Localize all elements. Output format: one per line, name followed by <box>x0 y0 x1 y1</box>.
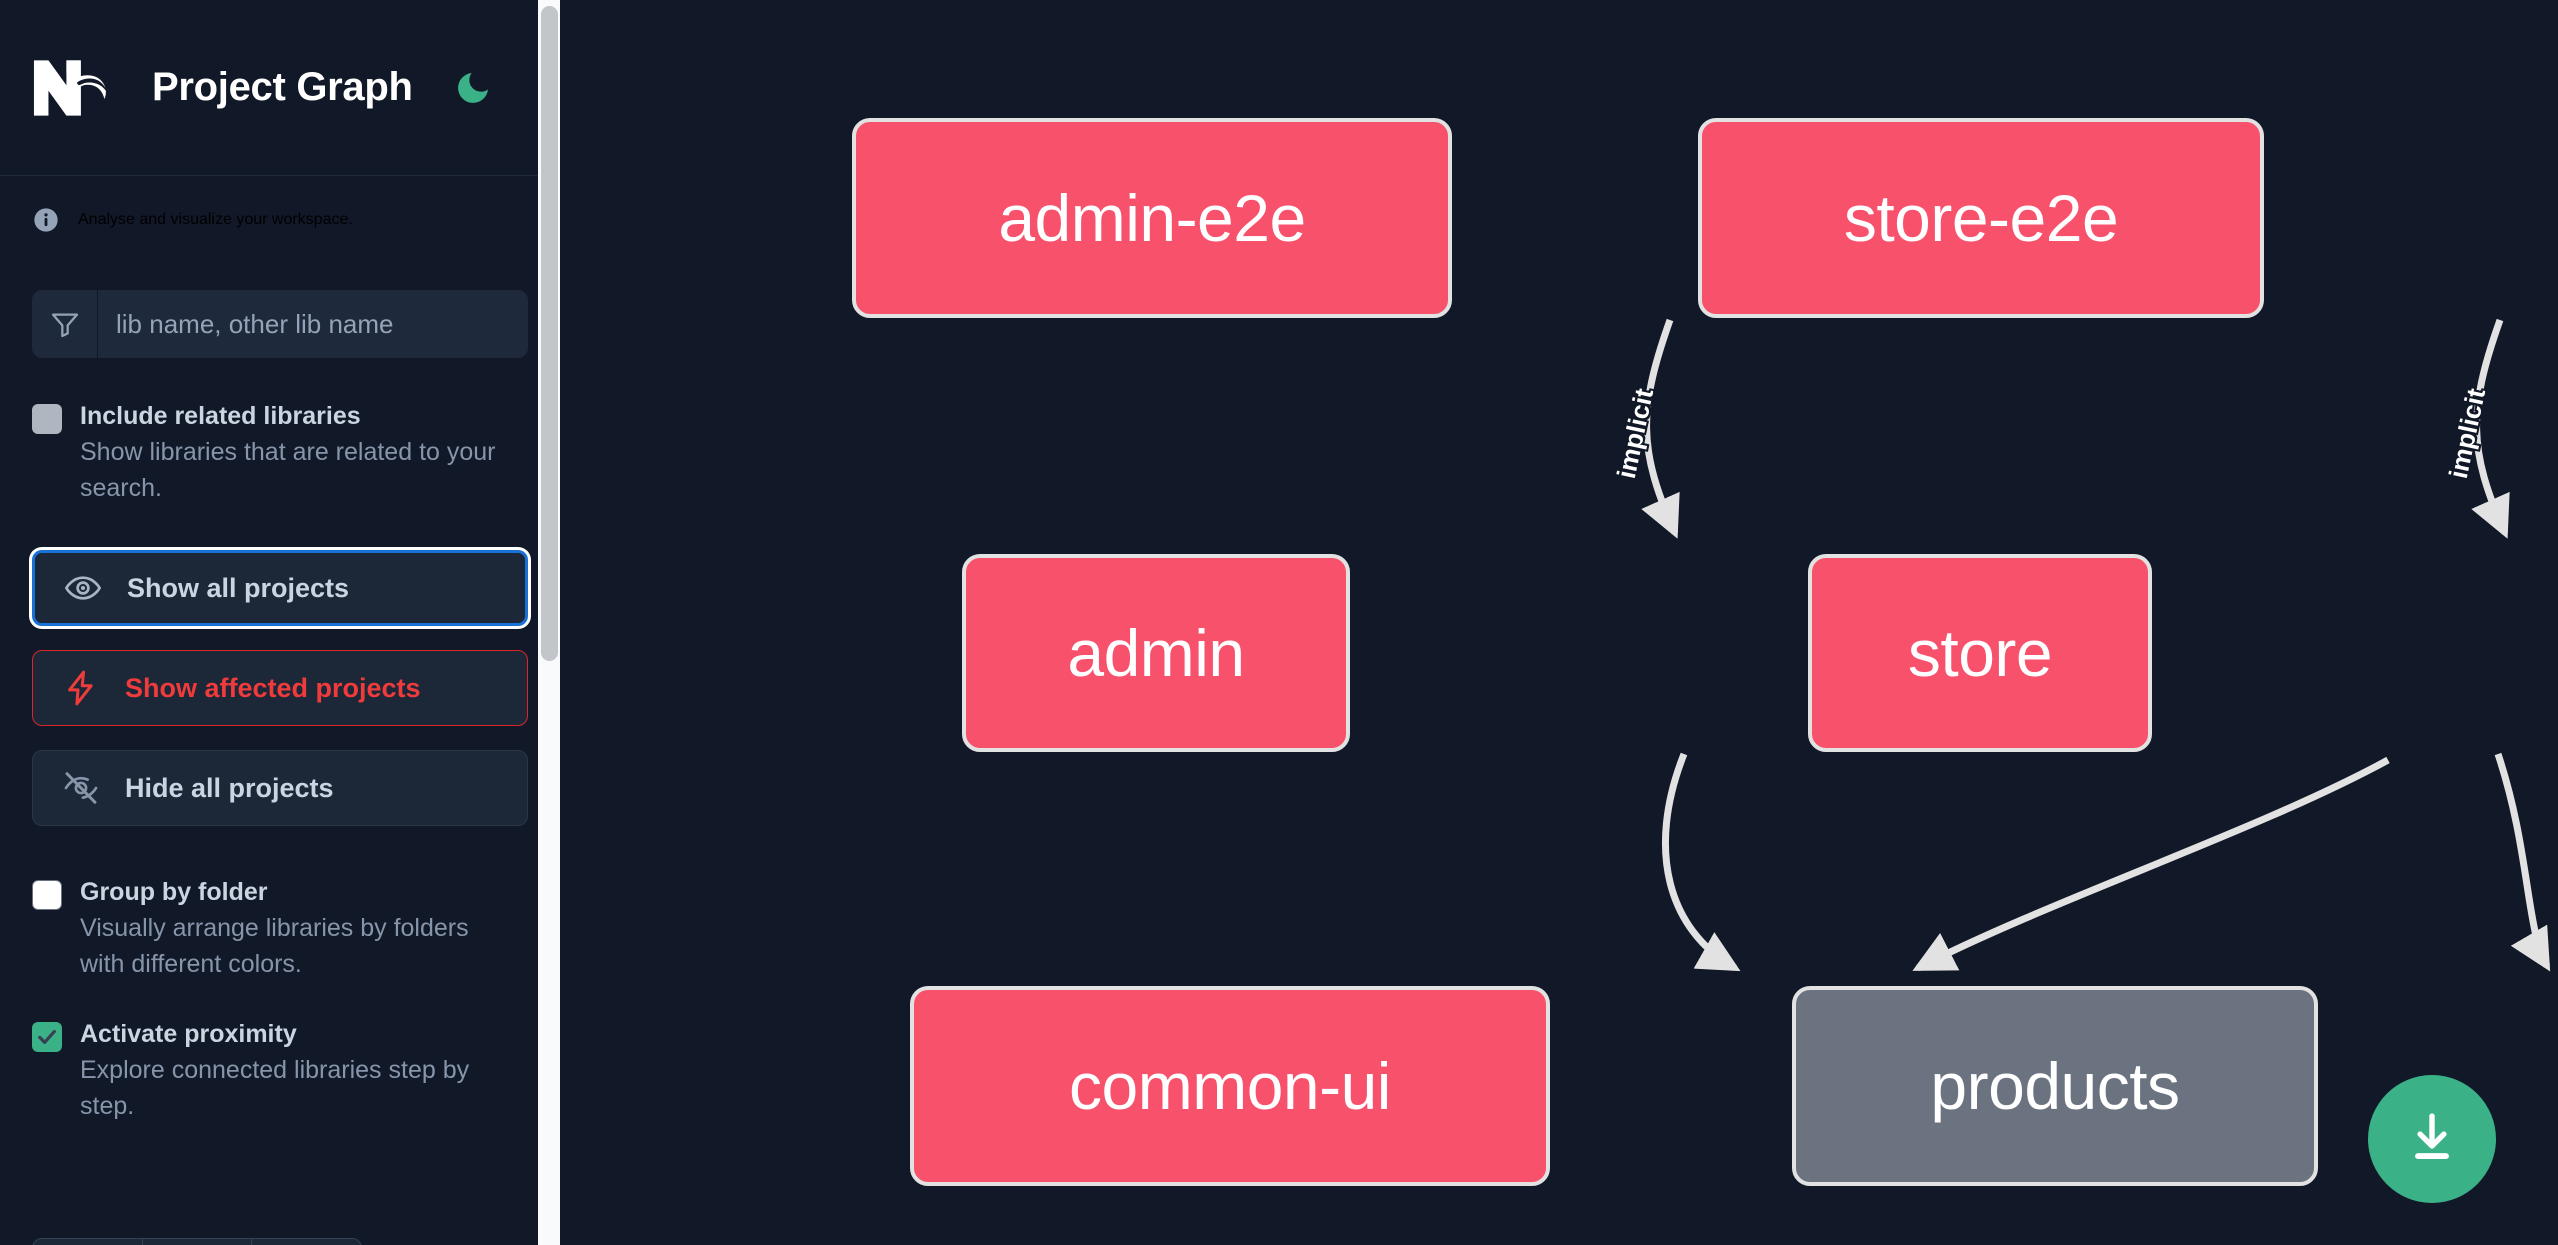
hide-all-projects-button[interactable]: Hide all projects <box>32 750 528 826</box>
lightning-bolt-icon <box>61 668 101 708</box>
graph-node-products[interactable]: products <box>1792 986 2318 1186</box>
edge-store-e2e-store <box>2471 318 2510 539</box>
show-all-projects-button[interactable]: Show all projects <box>32 550 528 626</box>
edge-admin-e2e-admin <box>1641 318 1680 539</box>
hide-all-projects-label: Hide all projects <box>125 772 334 803</box>
graph-canvas[interactable]: implicit implicit admin-e2e store-e2e ad… <box>560 0 2558 1245</box>
sidebar-header: Project Graph <box>0 0 560 176</box>
filter-funnel-icon <box>32 290 98 358</box>
graph-node-label: admin <box>1067 616 1245 690</box>
download-icon <box>2401 1107 2463 1172</box>
activate-proximity-label: Activate proximity <box>80 1020 297 1048</box>
option-activate-proximity[interactable]: Activate proximity Explore connected lib… <box>0 1018 560 1124</box>
text-filter-segmented-control[interactable] <box>32 1238 362 1245</box>
edge-admin-common-ui <box>1662 752 1741 972</box>
group-by-folder-checkbox[interactable] <box>32 880 62 910</box>
include-related-checkbox[interactable] <box>32 404 62 434</box>
sidebar: Project Graph Analyse and visualize yo <box>0 0 560 1245</box>
graph-node-admin-e2e[interactable]: admin-e2e <box>852 118 1452 318</box>
show-affected-projects-button[interactable]: Show affected projects <box>32 650 528 726</box>
graph-node-admin[interactable]: admin <box>962 554 1350 752</box>
include-related-label: Include related libraries <box>80 402 361 430</box>
include-related-description: Show libraries that are related to your … <box>80 438 496 502</box>
edge-store-products <box>2494 752 2551 972</box>
page-title: Project Graph <box>152 65 413 109</box>
segment-1[interactable] <box>33 1239 143 1245</box>
show-affected-projects-label: Show affected projects <box>125 672 421 703</box>
nx-logo-icon <box>32 59 116 117</box>
eye-off-icon <box>61 768 101 808</box>
moon-icon[interactable] <box>451 66 495 110</box>
graph-node-label: products <box>1930 1049 2180 1123</box>
sidebar-scrollbar-track[interactable] <box>538 0 560 1245</box>
activate-proximity-description: Explore connected libraries step by step… <box>80 1056 470 1120</box>
graph-edges <box>1641 318 2551 972</box>
search-field[interactable] <box>32 290 528 358</box>
sidebar-subtitle-row: Analyse and visualize your workspace. <box>0 176 560 234</box>
show-all-projects-label: Show all projects <box>127 572 350 603</box>
option-include-related[interactable]: Include related libraries Show libraries… <box>0 400 560 506</box>
graph-node-label: store-e2e <box>1843 181 2119 255</box>
option-group-by-folder[interactable]: Group by folder Visually arrange librari… <box>0 876 560 982</box>
group-by-folder-label: Group by folder <box>80 878 268 906</box>
search-input[interactable] <box>98 290 528 358</box>
edge-store-common-ui <box>1912 756 2390 972</box>
group-by-folder-description: Visually arrange libraries by folders wi… <box>80 914 469 978</box>
segment-2[interactable] <box>143 1239 253 1245</box>
sidebar-subtitle: Analyse and visualize your workspace. <box>78 211 353 228</box>
eye-icon <box>63 568 103 608</box>
graph-node-label: admin-e2e <box>998 181 1306 255</box>
sidebar-scrollbar-thumb[interactable] <box>541 6 558 661</box>
graph-node-common-ui[interactable]: common-ui <box>910 986 1550 1186</box>
graph-node-store[interactable]: store <box>1808 554 2152 752</box>
graph-node-store-e2e[interactable]: store-e2e <box>1698 118 2264 318</box>
info-icon <box>32 206 60 234</box>
graph-node-label: common-ui <box>1069 1049 1391 1123</box>
activate-proximity-checkbox[interactable] <box>32 1022 62 1052</box>
download-graph-button[interactable] <box>2368 1075 2496 1203</box>
graph-node-label: store <box>1907 616 2053 690</box>
segment-3[interactable] <box>252 1239 361 1245</box>
